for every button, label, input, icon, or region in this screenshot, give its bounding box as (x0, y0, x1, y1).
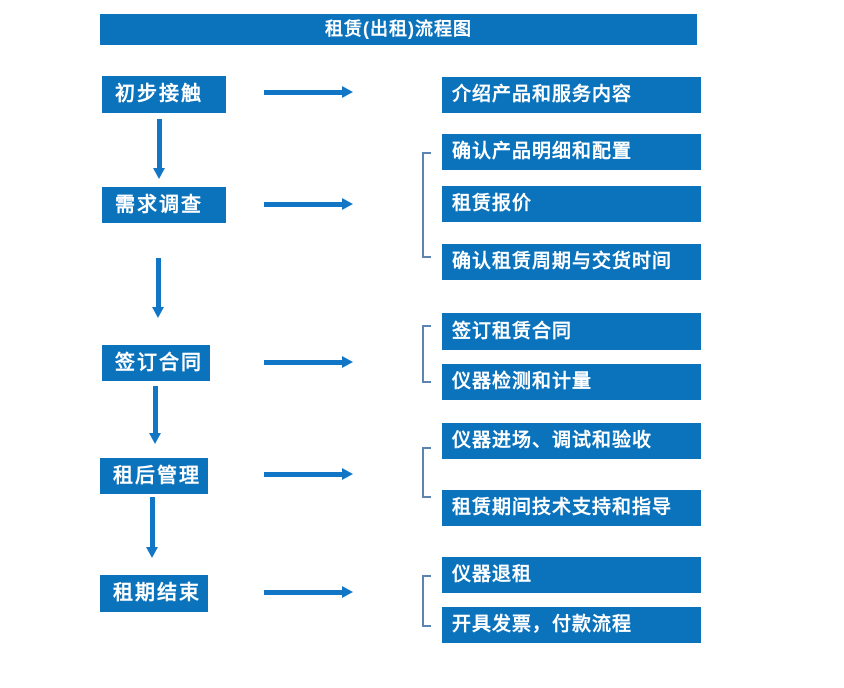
flow-arrow-right-icon (264, 586, 353, 599)
stage-box-initial-contact: 初步接触 (102, 76, 226, 113)
output-box-sign-rental-contract: 签订租赁合同 (442, 313, 701, 350)
arrow-shaft (264, 202, 343, 207)
arrow-head (342, 198, 353, 210)
arrow-head (342, 86, 353, 98)
stage-box-demand-survey: 需求调查 (102, 187, 226, 223)
group-bracket (422, 447, 431, 498)
flow-arrow-right-icon (264, 356, 353, 369)
group-bracket (422, 325, 431, 383)
group-bracket (422, 575, 431, 627)
stage-box-post-rental-management: 租后管理 (100, 458, 208, 494)
arrow-shaft (150, 497, 155, 548)
output-box-rental-quotation: 租赁报价 (442, 186, 701, 222)
arrow-shaft (153, 386, 158, 434)
arrow-head (149, 433, 161, 444)
flow-arrow-down-icon (152, 258, 165, 318)
output-box-confirm-product-details: 确认产品明细和配置 (442, 134, 701, 170)
output-box-introduce-products-services: 介绍产品和服务内容 (442, 77, 701, 113)
flow-arrow-right-icon (264, 86, 353, 99)
output-box-instrument-return: 仪器退租 (442, 557, 701, 593)
arrow-shaft (156, 258, 161, 308)
arrow-head (342, 586, 353, 598)
arrow-head (342, 356, 353, 368)
arrow-head (146, 547, 158, 558)
flow-arrow-right-icon (264, 468, 353, 481)
stage-box-sign-contract: 签订合同 (102, 345, 210, 381)
flow-arrow-down-icon (149, 386, 162, 444)
arrow-shaft (264, 90, 343, 95)
arrow-shaft (264, 360, 343, 365)
output-box-technical-support-guidance: 租赁期间技术支持和指导 (442, 490, 701, 526)
stage-box-rental-end: 租期结束 (100, 575, 208, 612)
arrow-head (153, 168, 165, 179)
output-box-confirm-rental-period-delivery: 确认租赁周期与交货时间 (442, 244, 701, 280)
flow-arrow-down-icon (153, 119, 166, 179)
flowchart-title: 租赁(出租)流程图 (100, 14, 697, 45)
arrow-shaft (157, 119, 162, 169)
output-box-instrument-testing-measurement: 仪器检测和计量 (442, 364, 701, 400)
arrow-head (152, 307, 164, 318)
output-box-invoice-payment-process: 开具发票，付款流程 (442, 607, 701, 643)
output-box-instrument-entry-commissioning-acceptance: 仪器进场、调试和验收 (442, 423, 701, 459)
arrow-shaft (264, 472, 343, 477)
flow-arrow-down-icon (146, 497, 159, 558)
arrow-head (342, 468, 353, 480)
arrow-shaft (264, 590, 343, 595)
group-bracket (422, 152, 431, 258)
flow-arrow-right-icon (264, 198, 353, 211)
